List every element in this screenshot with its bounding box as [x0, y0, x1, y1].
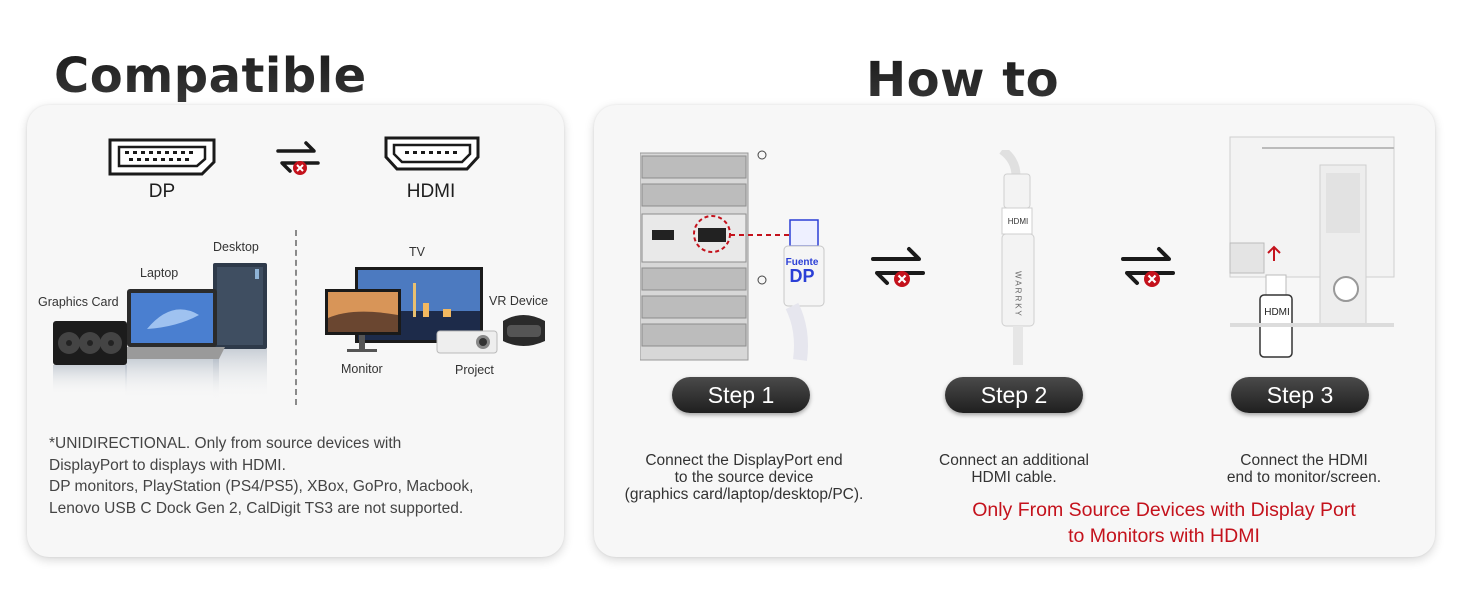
- desktop-label: Desktop: [213, 240, 259, 254]
- monitor-plug-label: HDMI: [1264, 307, 1290, 318]
- dp-plug-label: DP: [789, 266, 815, 286]
- project-label: Project: [455, 363, 494, 377]
- warning-line: to Monitors with HDMI: [1068, 525, 1260, 547]
- divider-dashed: [295, 230, 297, 405]
- note-line: DP monitors, PlayStation (PS4/PS5), XBox…: [49, 478, 474, 495]
- monitor-label: Monitor: [341, 362, 383, 376]
- displayport-icon: [108, 138, 216, 176]
- step-1-pill: Step 1: [672, 377, 810, 413]
- one-way-arrows-icon: [871, 247, 925, 287]
- step-desc-line: Connect the DisplayPort end: [645, 452, 843, 469]
- step-2-description: Connect an additional HDMI cable.: [894, 452, 1134, 486]
- step-3-description: Connect the HDMI end to monitor/screen.: [1184, 452, 1424, 486]
- cable-hdmi-label: HDMI: [1007, 217, 1029, 226]
- one-way-arrows-icon: [276, 141, 320, 175]
- hdmi-port-icon: [384, 136, 480, 171]
- compatible-device-panel: DP HDMI Desktop Laptop Graphics Card: [27, 105, 564, 557]
- step-1-description: Connect the DisplayPort end to the sourc…: [594, 452, 894, 503]
- compatibility-note: *UNIDIRECTIONAL. Only from source device…: [49, 433, 549, 519]
- step-desc-line: (graphics card/laptop/desktop/PC).: [624, 486, 864, 503]
- step-desc-line: to the source device: [674, 469, 814, 486]
- cable-brand-label: WARRKY: [1013, 271, 1023, 318]
- step1-pc-ports-image: [640, 150, 825, 361]
- warning-line: Only From Source Devices with Display Po…: [972, 499, 1356, 521]
- vr-device-label: VR Device: [489, 294, 549, 308]
- display-devices-image: [325, 267, 545, 354]
- note-line: Lenovo USB C Dock Gen 2, CalDigit TS3 ar…: [49, 499, 464, 517]
- note-line: *UNIDIRECTIONAL. Only from source device…: [49, 435, 402, 452]
- tv-label: TV: [409, 245, 425, 259]
- step-desc-line: HDMI cable.: [971, 469, 1057, 486]
- step-desc-line: Connect the HDMI: [1240, 452, 1368, 469]
- dp-label: DP: [148, 181, 176, 202]
- laptop-label: Laptop: [140, 266, 179, 280]
- step-desc-line: end to monitor/screen.: [1226, 469, 1382, 486]
- step-2-pill: Step 2: [945, 377, 1083, 413]
- hdmi-label: HDMI: [406, 181, 456, 202]
- note-line: DisplayPort to displays with HDMI.: [49, 456, 286, 474]
- dp-plug-brand: Fuente: [785, 257, 819, 268]
- step2-hdmi-cable-image: [999, 150, 1035, 365]
- one-way-arrows-icon: [1121, 247, 1175, 287]
- graphics-card-label: Graphics Card: [38, 295, 119, 309]
- source-devices-image: [53, 263, 267, 399]
- step-desc-line: Connect an additional: [939, 452, 1089, 469]
- step3-monitor-image: [1229, 136, 1395, 358]
- step-3-pill: Step 3: [1231, 377, 1369, 413]
- direction-warning: Only From Source Devices with Display Po…: [924, 497, 1404, 549]
- how-to-use-panel: Fuente DP HDMI WARRKY HDMI Step: [594, 105, 1435, 557]
